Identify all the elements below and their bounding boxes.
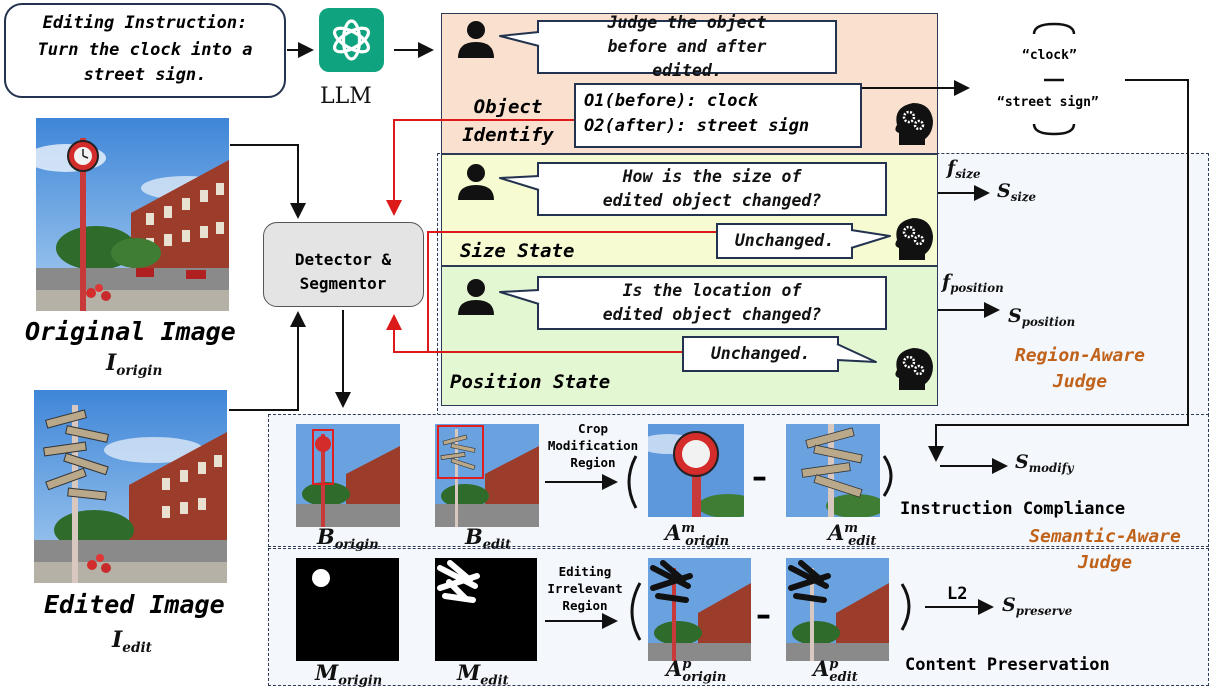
a-m-edit-symbol: Amedit — [828, 520, 877, 549]
object-question-bubble: Judge the object before and after edited… — [537, 13, 837, 80]
edited-image-symbol: Iedit — [112, 627, 152, 656]
llm-label: LLM — [320, 84, 372, 109]
size-state-label: Size State — [460, 240, 575, 262]
l2-label: L2 — [947, 584, 968, 604]
a-p-edit-symbol: Apedit — [813, 656, 858, 685]
b-edit-symbol: Bedit — [465, 524, 512, 553]
size-question-bubble: How is the size of edited object changed… — [537, 162, 887, 216]
quote-clock: “clock” — [1022, 48, 1077, 63]
crop-origin-thumb — [648, 424, 744, 517]
b-origin-symbol: Borigin — [317, 524, 379, 553]
llm-logo — [319, 8, 384, 72]
openai-icon — [332, 19, 371, 61]
mask-origin-thumb — [296, 558, 399, 661]
instruction-body: Turn the clock into a street sign. — [37, 40, 253, 85]
bbox-edit-thumb — [435, 424, 539, 527]
edited-image — [34, 390, 227, 583]
content-preservation-label: Content Preservation — [905, 655, 1110, 675]
m-edit-symbol: Medit — [457, 660, 509, 689]
f-position-symbol: fposition — [942, 271, 1004, 296]
object-answer-line2: O2(after): street sign — [584, 116, 810, 136]
a-m-origin-symbol: Amorigin — [665, 520, 730, 549]
object-identify-label: Object Identify — [462, 96, 554, 146]
mask-edit-thumb — [435, 558, 537, 661]
crop-edit-thumb — [786, 424, 880, 517]
instruction-box — [4, 3, 286, 98]
s-preserve-symbol: Spreserve — [1002, 594, 1073, 619]
s-modify-symbol: Smodify — [1015, 451, 1074, 476]
detector-label: Detector & Segmentor — [294, 250, 392, 293]
a-p-origin-symbol: Aporigin — [666, 656, 727, 685]
position-question-bubble: Is the location of edited object changed… — [537, 276, 887, 330]
f-size-symbol: fsize — [947, 157, 981, 182]
minus-sign-preserve: – — [756, 598, 771, 633]
instruction-compliance-label: Instruction Compliance — [900, 499, 1126, 519]
original-image — [36, 118, 229, 311]
semantic-aware-judge-label: Semantic-Aware Judge — [1029, 526, 1181, 573]
preserve-origin-thumb — [648, 558, 751, 661]
m-origin-symbol: Morigin — [315, 660, 383, 689]
position-answer-bubble: Unchanged. — [682, 336, 839, 372]
size-answer-bubble: Unchanged. — [716, 223, 853, 259]
edited-image-label: Edited Image — [44, 590, 225, 619]
instruction-title: Editing Instruction: — [42, 13, 248, 33]
position-state-label: Position State — [450, 371, 611, 393]
preserve-edit-thumb — [786, 558, 889, 661]
crop-modification-text: Crop Modification Region — [547, 421, 639, 470]
original-image-label: Original Image — [25, 317, 236, 346]
object-answer-box — [574, 83, 862, 148]
quote-street-sign: “street sign” — [997, 95, 1099, 110]
bbox-origin-thumb — [296, 424, 400, 527]
minus-sign-modify: – — [752, 460, 767, 495]
object-answer-line1: O1(before): clock — [584, 91, 758, 111]
original-image-symbol: Iorigin — [106, 350, 163, 379]
s-position-symbol: Sposition — [1008, 305, 1076, 330]
region-aware-judge-label: Region-Aware Judge — [1014, 345, 1146, 392]
editing-irrelevant-text: Editing Irrelevant Region — [547, 564, 623, 613]
s-size-symbol: Ssize — [997, 180, 1036, 205]
